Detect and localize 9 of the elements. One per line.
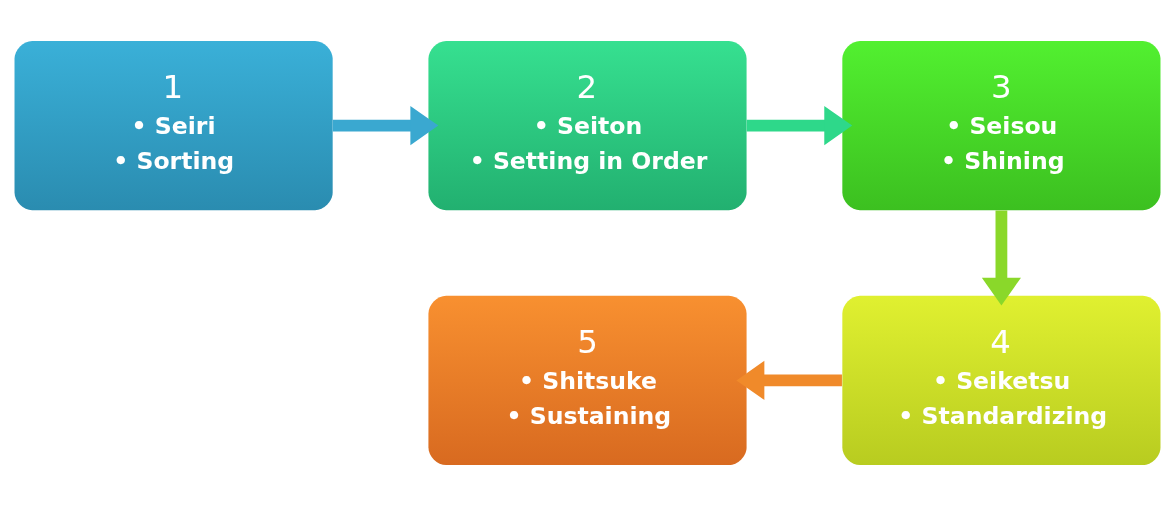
node-box: 2 • Seiton • Setting in Order [428,40,747,211]
node-box: 3 • Seisou • Shining [842,40,1161,211]
arrow [736,360,842,400]
node-box: 1 • Seiri • Sorting [14,40,333,211]
node-box: 4 • Seiketsu • Standardizing [842,295,1161,466]
arrow [981,210,1021,306]
node-box: 5 • Shitsuke • Sustaining [428,295,747,466]
arrow [332,106,439,146]
arrow [746,106,853,146]
